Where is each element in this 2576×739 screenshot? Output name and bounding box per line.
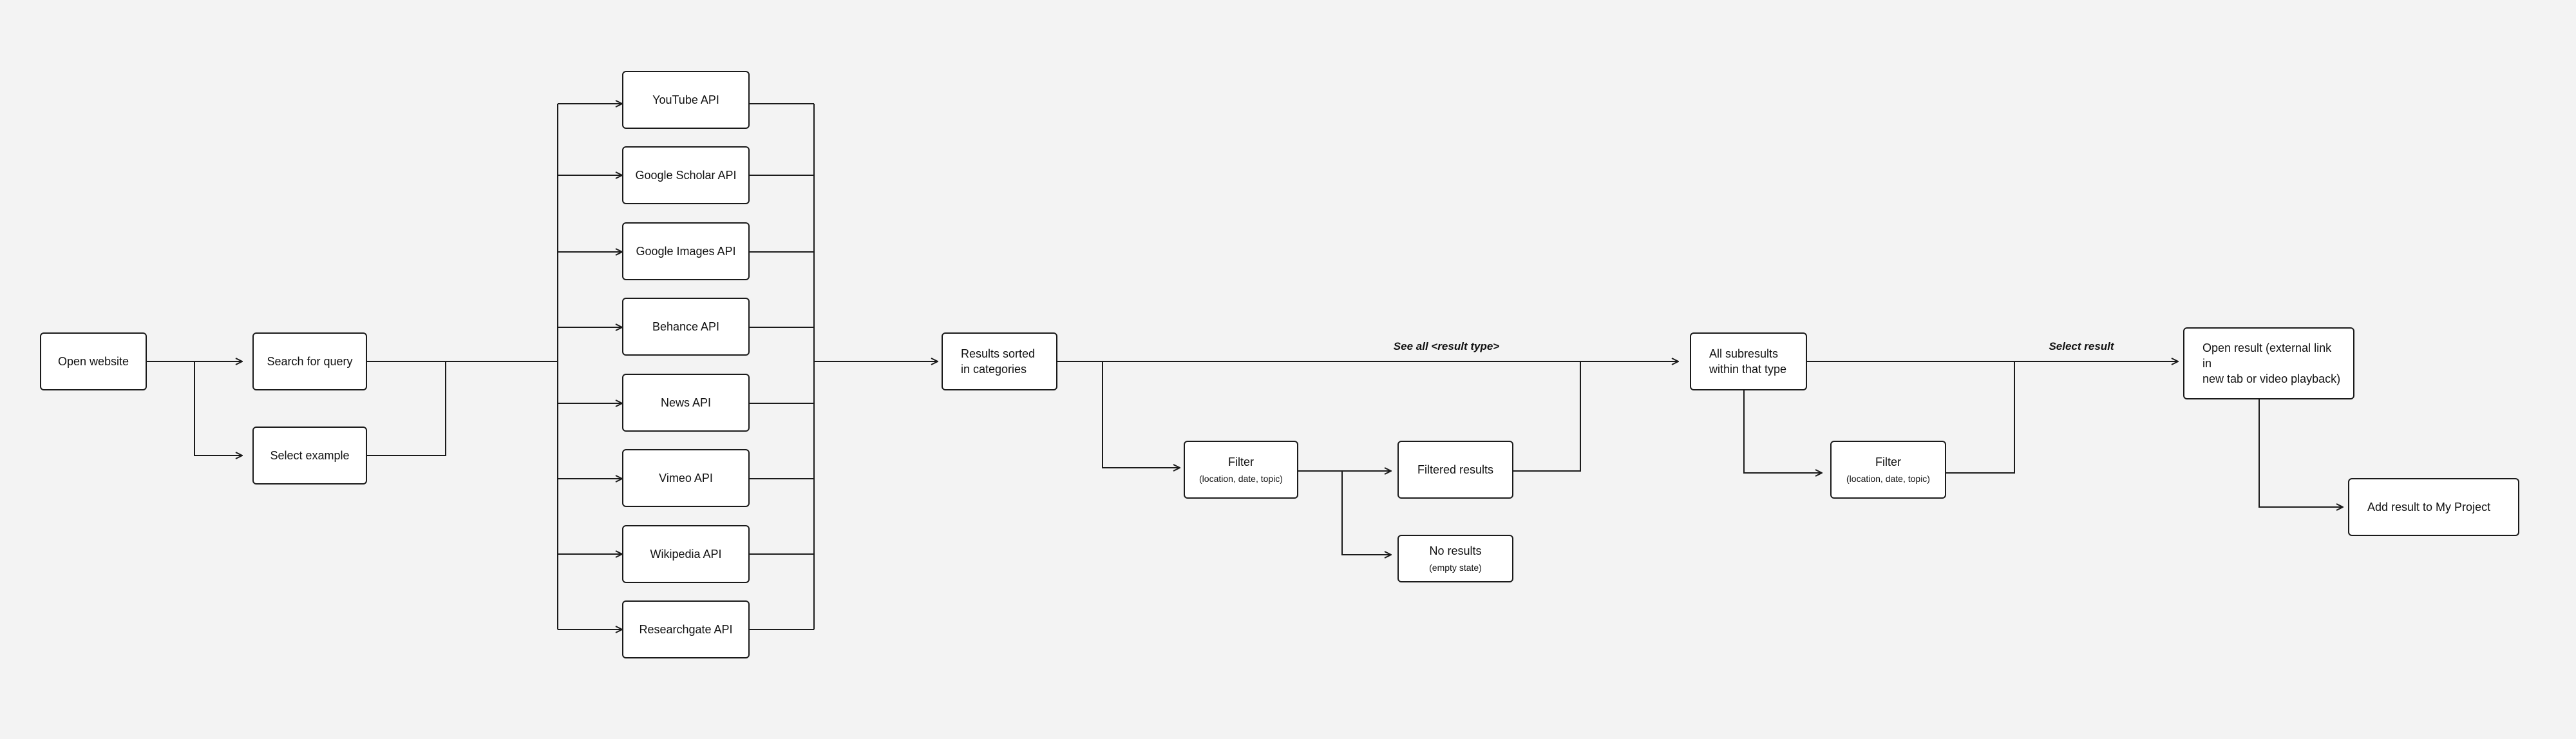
node-label: Open result (external link in new tab or… bbox=[2202, 341, 2341, 385]
node-label: Search for query bbox=[267, 355, 353, 368]
node-add-result: Add result to My Project bbox=[2348, 478, 2519, 536]
node-wikipedia-api: Wikipedia API bbox=[622, 525, 750, 583]
node-results-sorted: Results sorted in categories bbox=[942, 332, 1057, 390]
node-label: News API bbox=[660, 396, 712, 409]
node-label: Results sorted in categories bbox=[961, 347, 1036, 376]
node-label: Filter bbox=[1228, 456, 1254, 468]
edge-results-to-filter1 bbox=[1102, 361, 1180, 468]
node-label: Google Images API bbox=[636, 245, 736, 258]
node-sublabel: (empty state) bbox=[1429, 562, 1482, 573]
node-images-api: Google Images API bbox=[622, 222, 750, 280]
node-search-query: Search for query bbox=[252, 332, 367, 390]
node-label: Open website bbox=[57, 355, 129, 368]
node-label: All subresults within that type bbox=[1709, 347, 1787, 376]
node-label: Google Scholar API bbox=[635, 169, 737, 182]
edge-select-to-bus bbox=[367, 361, 446, 456]
edge-label-select-result: Select result bbox=[2049, 340, 2114, 352]
node-all-subresults: All subresults within that type bbox=[1690, 332, 1807, 390]
edge-filter2-to-main bbox=[1946, 361, 2015, 474]
node-open-result: Open result (external link in new tab or… bbox=[2183, 327, 2354, 399]
node-label: Wikipedia API bbox=[650, 548, 722, 561]
edge-open-to-add bbox=[2259, 399, 2343, 507]
node-vimeo-api: Vimeo API bbox=[622, 449, 750, 507]
edge-filtered-to-main bbox=[1513, 361, 1581, 472]
node-no-results: No results (empty state) bbox=[1397, 535, 1513, 582]
node-behance-api: Behance API bbox=[622, 298, 750, 356]
edge-filter1-to-noresults bbox=[1341, 471, 1391, 555]
node-sublabel: (location, date, topic) bbox=[1199, 474, 1283, 484]
node-filter-1: Filter (location, date, topic) bbox=[1184, 441, 1298, 499]
edge-open-to-select bbox=[194, 361, 242, 456]
node-open-website: Open website bbox=[40, 332, 147, 390]
node-filter-2: Filter (location, date, topic) bbox=[1830, 441, 1946, 499]
node-label: Add result to My Project bbox=[2367, 501, 2491, 513]
node-label: YouTube API bbox=[652, 93, 719, 106]
node-filtered-results: Filtered results bbox=[1397, 441, 1513, 499]
node-label: Behance API bbox=[652, 320, 720, 333]
node-select-example: Select example bbox=[252, 427, 367, 485]
node-label: Filter bbox=[1875, 456, 1901, 468]
node-news-api: News API bbox=[622, 374, 750, 432]
node-label: Filtered results bbox=[1417, 463, 1494, 476]
node-label: No results bbox=[1429, 544, 1482, 557]
node-label: Researchgate API bbox=[639, 623, 733, 636]
node-label: Select example bbox=[270, 449, 350, 462]
node-researchgate-api: Researchgate API bbox=[622, 600, 750, 658]
edge-subresults-to-filter2 bbox=[1743, 390, 1822, 473]
node-label: Vimeo API bbox=[659, 472, 713, 485]
node-scholar-api: Google Scholar API bbox=[622, 146, 750, 204]
node-sublabel: (location, date, topic) bbox=[1846, 474, 1930, 484]
edge-label-see-all: See all <result type> bbox=[1393, 340, 1500, 352]
node-youtube-api: YouTube API bbox=[622, 71, 750, 129]
